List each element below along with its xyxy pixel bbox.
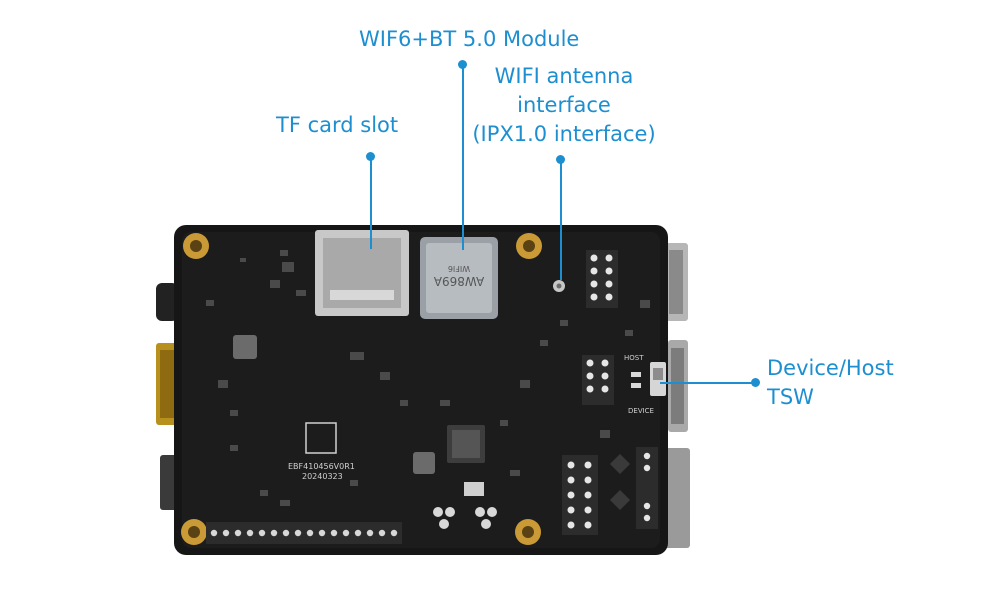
wifi-module-leader-dot bbox=[458, 60, 467, 69]
wifi-antenna-label: WIFI antenna interface (IPX1.0 interface… bbox=[452, 62, 676, 149]
device-host-leader-line bbox=[660, 382, 755, 384]
diamond-buttons bbox=[610, 454, 630, 510]
smd-components bbox=[206, 250, 650, 506]
device-host-line-2: TSW bbox=[767, 385, 814, 409]
wifi-module-leader-line bbox=[462, 65, 464, 250]
pin-header-right bbox=[636, 447, 658, 529]
device-silkscreen: DEVICE bbox=[628, 407, 654, 415]
device-host-label: Device/Host TSW bbox=[767, 354, 894, 412]
pin-header-middle bbox=[582, 355, 614, 405]
small-white-chip bbox=[464, 482, 484, 496]
board-date-text: 20240323 bbox=[302, 472, 343, 481]
bottom-pin-row bbox=[206, 522, 402, 544]
pin-header-top bbox=[586, 250, 618, 308]
tf-card-slot-label: TF card slot bbox=[276, 113, 399, 137]
wifi-chip-model-text: AW869A bbox=[433, 274, 484, 288]
wifi-module-label: WIF6+BT 5.0 Module bbox=[359, 27, 580, 51]
wifi-chip-top-text: WIFI6 bbox=[448, 264, 470, 273]
mounting-holes bbox=[181, 233, 542, 545]
inductor-top bbox=[233, 335, 257, 359]
ethernet-port bbox=[664, 448, 690, 548]
antenna-leader-dot bbox=[556, 155, 565, 164]
inductor-bottom bbox=[413, 452, 435, 474]
silkscreen-square bbox=[305, 422, 337, 454]
left-jack bbox=[156, 283, 178, 321]
wifi-antenna-line-1: WIFI antenna bbox=[494, 64, 634, 88]
triangle-pads bbox=[433, 507, 497, 529]
device-host-leader-dot bbox=[751, 378, 760, 387]
board-id-text: EBF410456V0R1 bbox=[288, 462, 355, 471]
host-silkscreen: HOST bbox=[624, 354, 644, 362]
tf-card-leader-dot bbox=[366, 152, 375, 161]
antenna-leader-line bbox=[560, 160, 562, 280]
wifi-antenna-line-3: (IPX1.0 interface) bbox=[472, 122, 656, 146]
device-host-line-1: Device/Host bbox=[767, 356, 894, 380]
wifi-antenna-line-2: interface bbox=[517, 93, 611, 117]
pin-header-bottom bbox=[562, 455, 598, 535]
tf-card-leader-line bbox=[370, 157, 372, 249]
